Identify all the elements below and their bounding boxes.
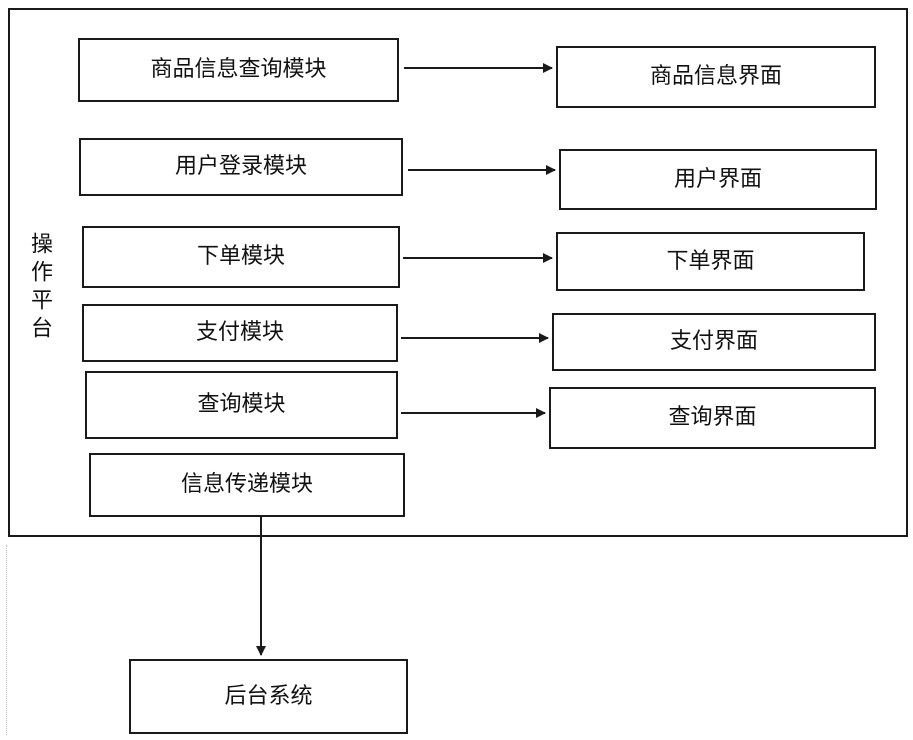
backend-system: 后台系统	[129, 659, 408, 734]
interface-place-order: 下单界面	[556, 232, 865, 291]
module-payment: 支付模块	[82, 304, 398, 362]
module-product-info-query: 商品信息查询模块	[78, 38, 399, 102]
interface-user: 用户界面	[559, 149, 877, 210]
interface-payment: 支付界面	[552, 313, 876, 371]
module-place-order: 下单模块	[82, 226, 400, 288]
scan-edge-dots	[6, 545, 9, 735]
interface-product-info: 商品信息界面	[556, 46, 876, 108]
interface-query: 查询界面	[549, 387, 876, 449]
platform-label: 操作平台	[27, 232, 52, 344]
module-info-transfer: 信息传递模块	[89, 453, 405, 517]
module-user-login: 用户登录模块	[79, 138, 403, 196]
module-query: 查询模块	[85, 371, 398, 439]
operation-platform-frame	[8, 8, 908, 537]
